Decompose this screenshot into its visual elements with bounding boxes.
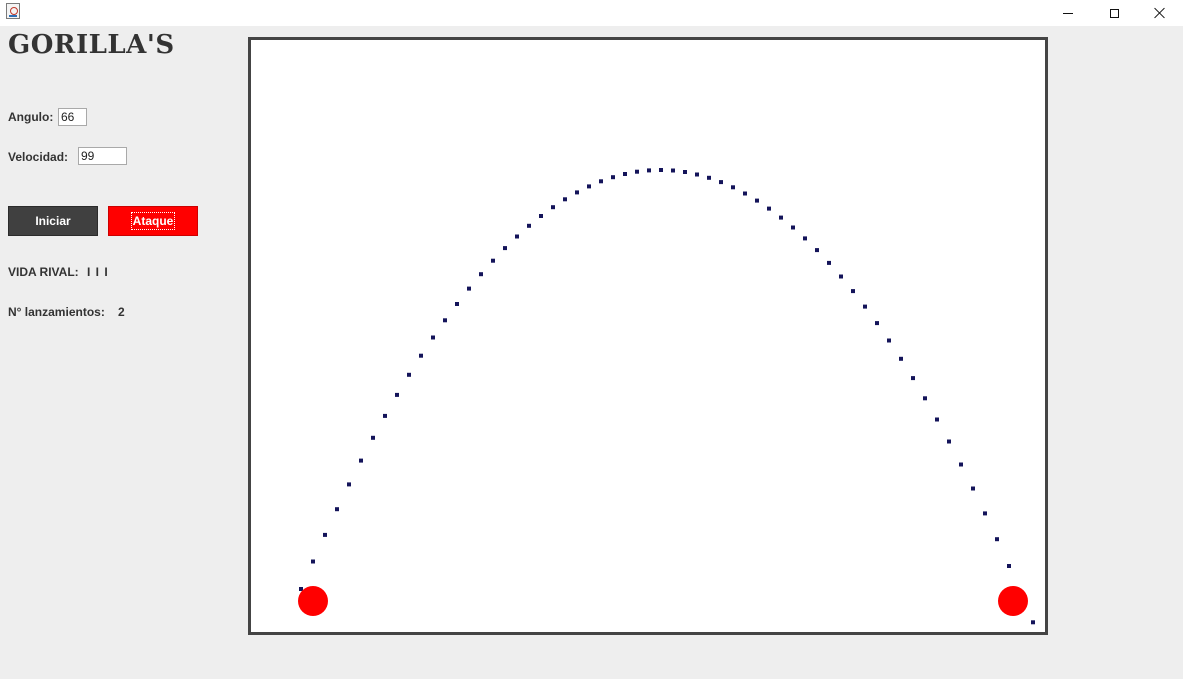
trajectory-point — [947, 439, 951, 444]
trajectory-point — [779, 215, 783, 220]
start-button[interactable]: Iniciar — [8, 206, 98, 236]
close-button[interactable] — [1137, 0, 1183, 26]
trajectory-point — [599, 179, 603, 184]
java-app-icon — [6, 3, 20, 19]
throws-value: 2 — [118, 305, 125, 319]
trajectory-point — [659, 168, 663, 172]
trajectory-point — [863, 304, 867, 309]
player-gorilla — [298, 586, 328, 616]
trajectory-point — [527, 223, 531, 228]
trajectory-point — [335, 507, 339, 512]
trajectory-point — [647, 168, 651, 173]
trajectory-point — [611, 175, 615, 180]
trajectory-point — [743, 191, 747, 196]
rival-gorilla — [998, 586, 1028, 616]
trajectory-point — [431, 335, 435, 340]
trajectory-point — [551, 205, 555, 210]
trajectory-point — [899, 356, 903, 361]
trajectory-point — [515, 234, 519, 239]
trajectory-point — [803, 236, 807, 241]
velocity-input[interactable] — [78, 147, 127, 165]
trajectory-point — [995, 537, 999, 542]
game-canvas[interactable] — [248, 37, 1048, 635]
game-field — [298, 168, 1035, 625]
trajectory-point — [575, 190, 579, 195]
minimize-icon — [1063, 12, 1073, 14]
trajectory-point — [467, 286, 471, 291]
trajectory-point — [767, 206, 771, 211]
trajectory-point — [815, 248, 819, 253]
trajectory-point — [875, 321, 879, 326]
trajectory-point — [791, 225, 795, 230]
attack-button[interactable]: Ataque — [108, 206, 198, 236]
trajectory-point — [359, 458, 363, 463]
trajectory-point — [587, 184, 591, 189]
trajectory-point — [851, 289, 855, 294]
angle-input[interactable] — [58, 108, 87, 126]
trajectory-point — [371, 435, 375, 440]
maximize-icon — [1109, 8, 1119, 18]
minimize-button[interactable] — [1045, 0, 1091, 26]
trajectory-point — [623, 172, 627, 176]
trajectory-point — [923, 396, 927, 401]
attack-button-label: Ataque — [130, 212, 176, 230]
trajectory-point — [491, 258, 495, 263]
trajectory-point — [671, 168, 675, 173]
trajectory-point — [347, 482, 351, 487]
rival-life-value: I I I — [87, 265, 109, 279]
trajectory-point — [911, 376, 915, 381]
trajectory-point — [407, 372, 411, 377]
trajectory-point — [755, 198, 759, 203]
trajectory-point — [935, 417, 939, 422]
trajectory-point — [971, 486, 975, 491]
trajectory-point — [383, 413, 387, 418]
trajectory-point — [539, 214, 543, 218]
trajectory-point — [503, 246, 507, 251]
trajectory-point — [707, 175, 711, 180]
trajectory-point — [839, 274, 843, 279]
game-title: GORILLA'S — [8, 30, 175, 60]
trajectory-point — [395, 392, 399, 397]
trajectory-point — [695, 172, 699, 177]
angle-label: Angulo: — [8, 110, 54, 124]
trajectory-point — [731, 185, 735, 190]
trajectory-point — [1007, 564, 1011, 568]
rival-life-label: VIDA RIVAL: — [8, 265, 79, 279]
trajectory-point — [443, 318, 447, 323]
trajectory-point — [983, 511, 987, 516]
trajectory-point — [563, 197, 567, 202]
trajectory-point — [299, 587, 303, 591]
throws-label: N° lanzamientos: — [8, 305, 105, 319]
trajectory-point — [1031, 620, 1035, 625]
window-titlebar — [0, 0, 1183, 26]
close-icon — [1154, 7, 1166, 19]
trajectory-point — [959, 462, 963, 467]
trajectory-point — [683, 170, 687, 174]
maximize-button[interactable] — [1091, 0, 1137, 26]
trajectory-point — [479, 272, 483, 277]
velocity-label: Velocidad: — [8, 150, 69, 164]
trajectory-point — [719, 180, 723, 185]
trajectory-point — [419, 353, 423, 358]
trajectory-point — [311, 559, 315, 564]
trajectory-point — [455, 302, 459, 306]
trajectory-point — [323, 532, 327, 537]
trajectory-point — [887, 338, 891, 343]
trajectory-point — [827, 260, 831, 265]
trajectory-point — [635, 169, 639, 174]
